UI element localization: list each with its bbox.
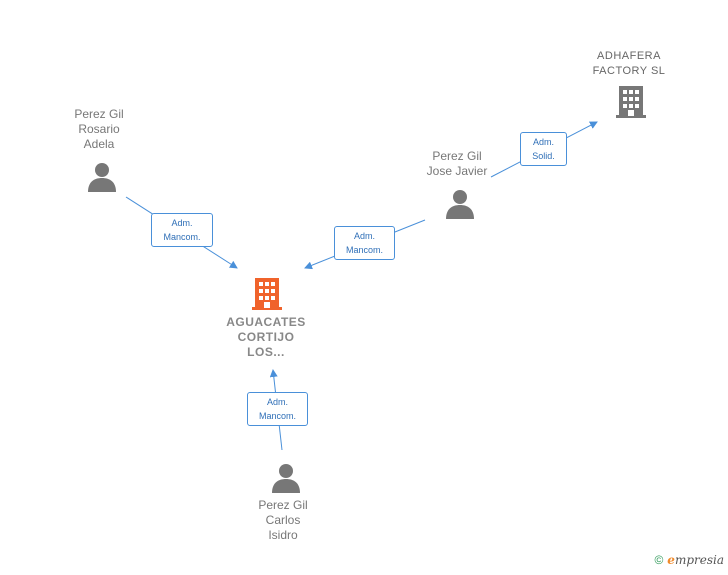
brand-logo: empresia bbox=[667, 553, 724, 567]
main-company-label[interactable]: AGUACATES CORTIJO LOS... bbox=[226, 315, 306, 359]
edge-label-jose-other[interactable]: Adm. Solid. bbox=[520, 132, 567, 166]
person-rosario-label[interactable]: Perez Gil Rosario Adela bbox=[74, 107, 124, 151]
copyright-icon: © bbox=[654, 553, 664, 567]
other-company-label[interactable]: ADHAFERA FACTORY SL bbox=[592, 50, 666, 77]
person-rosario-icon[interactable] bbox=[87, 162, 117, 192]
person-carlos-icon[interactable] bbox=[271, 463, 301, 493]
person-jose-label[interactable]: Perez Gil Jose Javier bbox=[426, 149, 488, 178]
main-company-building-icon[interactable] bbox=[251, 276, 283, 310]
person-jose-icon[interactable] bbox=[445, 189, 475, 219]
edge-label-rosario-main[interactable]: Adm. Mancom. bbox=[151, 213, 213, 247]
footer-copyright: © empresia bbox=[654, 553, 724, 567]
edge-label-carlos-main[interactable]: Adm. Mancom. bbox=[247, 392, 308, 426]
edge-label-jose-main[interactable]: Adm. Mancom. bbox=[334, 226, 395, 260]
other-company-building-icon[interactable] bbox=[615, 84, 647, 118]
person-carlos-label[interactable]: Perez Gil Carlos Isidro bbox=[258, 498, 308, 542]
